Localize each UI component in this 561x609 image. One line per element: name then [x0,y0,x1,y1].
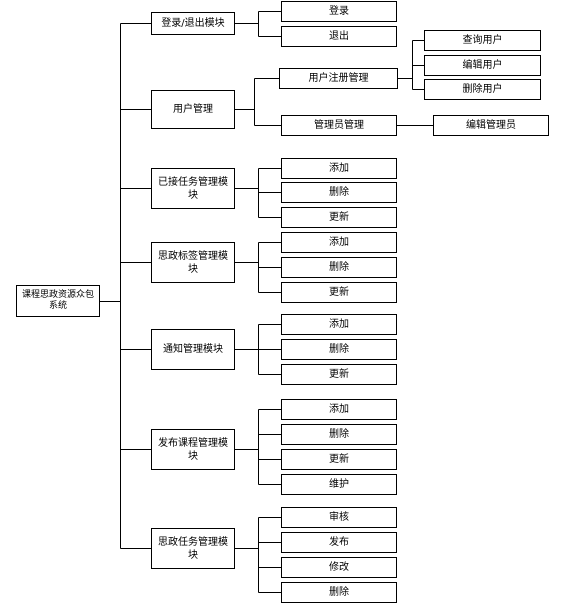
module-course: 发布课程管理模块 [151,429,235,470]
leaf-edit-admin: 编辑管理员 [433,115,549,136]
leaf-notice-add: 添加 [281,314,397,335]
leaf-query-user: 查询用户 [424,30,541,51]
leaf-course-maintain: 维护 [281,474,397,495]
module-login: 登录/退出模块 [151,12,235,35]
leaf-accepted-delete: 删除 [281,182,397,203]
leaf-tag-update: 更新 [281,282,397,303]
leaf-tag-add: 添加 [281,232,397,253]
root-node: 课程思政资源众包系统 [16,285,100,317]
module-ideology-tag: 思政标签管理模块 [151,242,235,283]
leaf-login: 登录 [281,1,397,22]
admin-node: 管理员管理 [281,115,397,136]
leaf-accepted-update: 更新 [281,207,397,228]
leaf-task-publish: 发布 [281,532,397,553]
leaf-tag-delete: 删除 [281,257,397,278]
module-ideology-task: 思政任务管理模块 [151,528,235,569]
module-user: 用户管理 [151,90,235,129]
user-register-node: 用户注册管理 [279,68,398,89]
leaf-course-add: 添加 [281,399,397,420]
leaf-notice-delete: 删除 [281,339,397,360]
leaf-course-update: 更新 [281,449,397,470]
module-notice: 通知管理模块 [151,329,235,370]
leaf-logout: 退出 [281,26,397,47]
leaf-course-delete: 删除 [281,424,397,445]
leaf-task-modify: 修改 [281,557,397,578]
leaf-task-delete: 删除 [281,582,397,603]
leaf-delete-user: 删除用户 [424,79,541,100]
leaf-accepted-add: 添加 [281,158,397,179]
leaf-task-review: 审核 [281,507,397,528]
module-accepted-task: 已接任务管理模块 [151,168,235,209]
leaf-notice-update: 更新 [281,364,397,385]
leaf-edit-user: 编辑用户 [424,55,541,76]
